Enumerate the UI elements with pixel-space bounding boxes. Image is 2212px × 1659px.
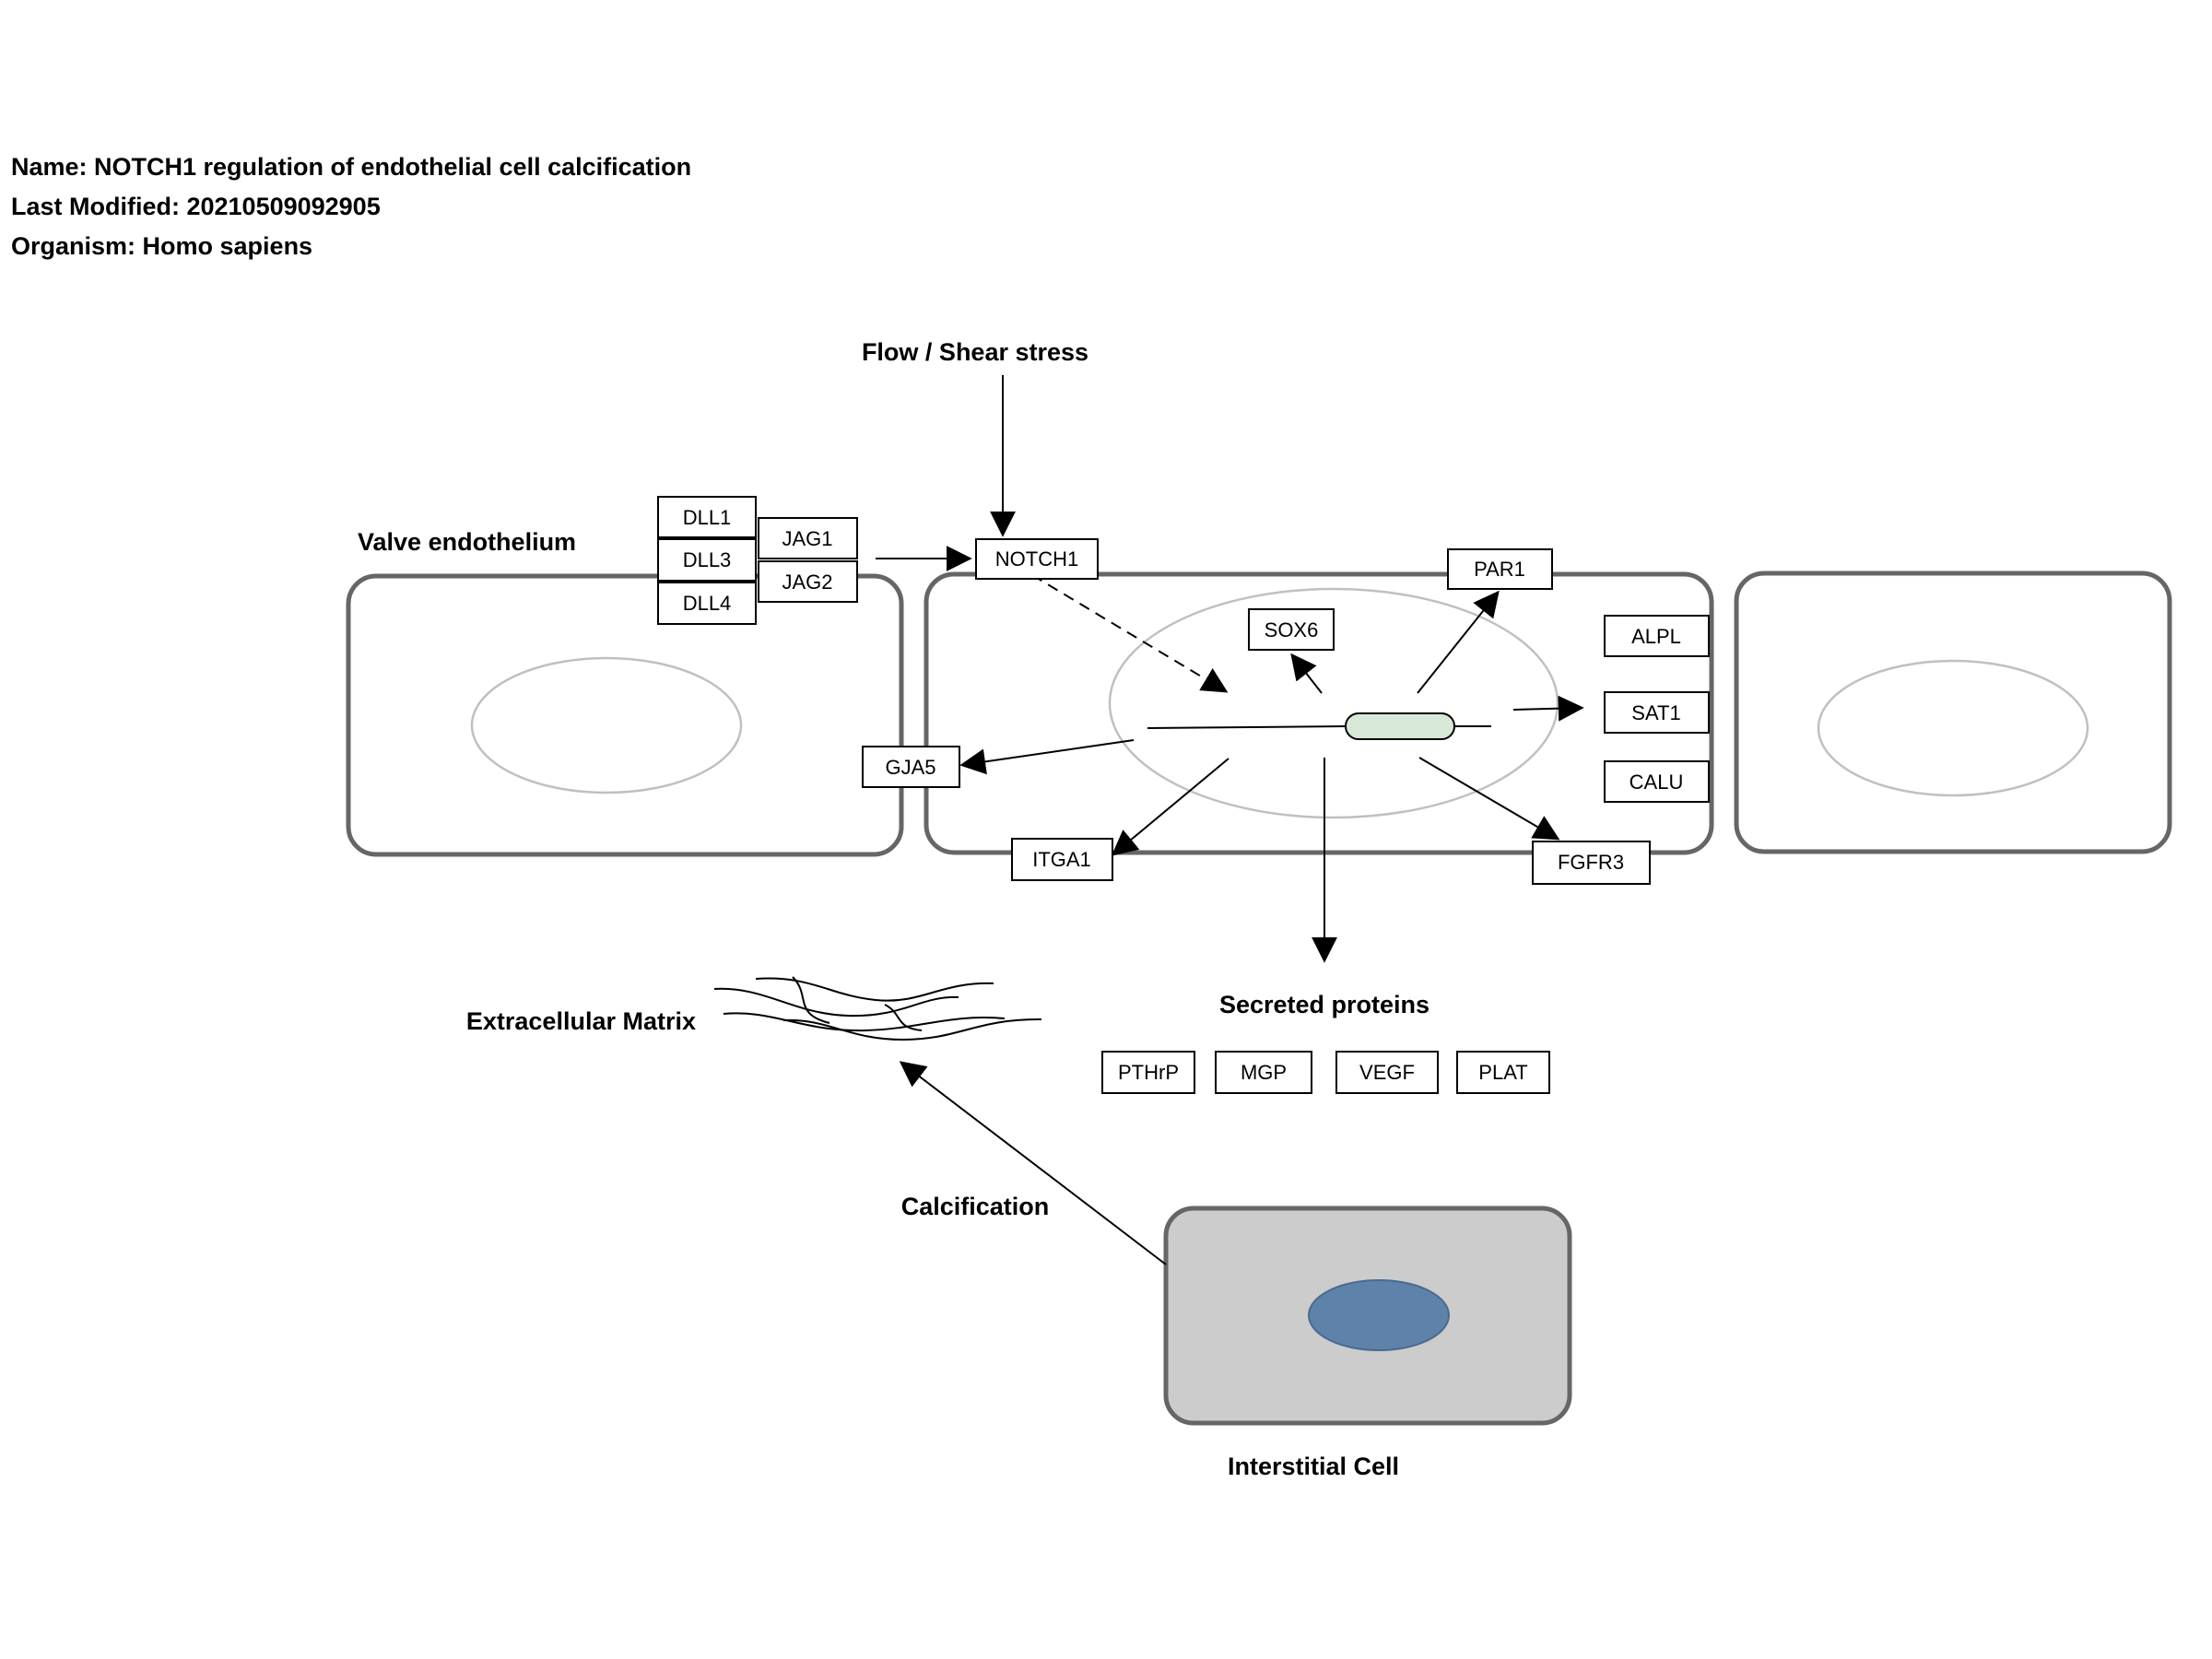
gene-par1[interactable]: PAR1 bbox=[1447, 548, 1553, 590]
target-gene-transcript bbox=[1345, 712, 1455, 740]
to-gja5-arrow bbox=[959, 739, 1135, 775]
gene-dll1[interactable]: DLL1 bbox=[657, 496, 757, 538]
extracellular-matrix-label: Extracellular Matrix bbox=[466, 1007, 696, 1035]
gene-dll3[interactable]: DLL3 bbox=[657, 538, 757, 582]
gene-calu-label: CALU bbox=[1630, 771, 1684, 794]
gene-mgp-label: MGP bbox=[1241, 1061, 1287, 1084]
gene-jag1[interactable]: JAG1 bbox=[758, 517, 858, 559]
gene-dll4[interactable]: DLL4 bbox=[657, 582, 757, 625]
gene-vegf[interactable]: VEGF bbox=[1335, 1051, 1439, 1094]
pathway-name: Name: NOTCH1 regulation of endothelial c… bbox=[11, 153, 691, 181]
gene-sat1[interactable]: SAT1 bbox=[1604, 691, 1710, 734]
gene-plat[interactable]: PLAT bbox=[1456, 1051, 1550, 1094]
left-cell-nucleus bbox=[470, 656, 743, 794]
gene-jag2-label: JAG2 bbox=[782, 571, 832, 594]
gene-plat-label: PLAT bbox=[1478, 1061, 1527, 1084]
gene-notch1[interactable]: NOTCH1 bbox=[975, 538, 1099, 580]
gene-sat1-label: SAT1 bbox=[1631, 701, 1680, 724]
gene-sox6-label: SOX6 bbox=[1265, 618, 1319, 641]
gene-calu[interactable]: CALU bbox=[1604, 760, 1710, 803]
to-sat1-arrow bbox=[1512, 695, 1584, 722]
gene-jag1-label: JAG1 bbox=[782, 527, 832, 550]
left-endothelial-cell bbox=[346, 573, 904, 857]
gene-dll1-label: DLL1 bbox=[683, 506, 732, 529]
gene-jag2[interactable]: JAG2 bbox=[758, 560, 858, 603]
right-cell-nucleus bbox=[1817, 659, 2089, 797]
gene-itga1[interactable]: ITGA1 bbox=[1011, 838, 1113, 881]
notch1-to-nucleus-dashed-arrow bbox=[1031, 574, 1229, 693]
gene-dll3-label: DLL3 bbox=[683, 548, 732, 571]
gene-itga1-label: ITGA1 bbox=[1032, 848, 1091, 871]
gene-dll4-label: DLL4 bbox=[683, 592, 732, 615]
valve-endothelium-label: Valve endothelium bbox=[358, 528, 576, 556]
gene-gja5-label: GJA5 bbox=[885, 756, 935, 779]
gene-mgp[interactable]: MGP bbox=[1215, 1051, 1312, 1094]
right-endothelial-cell bbox=[1734, 571, 2172, 854]
gene-fgfr3[interactable]: FGFR3 bbox=[1532, 841, 1651, 885]
organism: Organism: Homo sapiens bbox=[11, 232, 312, 260]
calcification-label: Calcification bbox=[901, 1193, 1050, 1220]
gene-notch1-label: NOTCH1 bbox=[995, 547, 1078, 571]
gene-alpl[interactable]: ALPL bbox=[1604, 615, 1710, 657]
gene-sox6[interactable]: SOX6 bbox=[1248, 608, 1335, 651]
gene-vegf-label: VEGF bbox=[1359, 1061, 1415, 1084]
to-itga1-arrow bbox=[1111, 758, 1230, 856]
dna-line-left bbox=[1147, 725, 1347, 729]
interstitial-cell-nucleus bbox=[1308, 1279, 1450, 1351]
to-sox6-arrow bbox=[1290, 653, 1323, 694]
center-cell-nucleus bbox=[1108, 587, 1559, 819]
gene-fgfr3-label: FGFR3 bbox=[1558, 851, 1624, 874]
to-par1-arrow bbox=[1417, 590, 1500, 694]
secreted-proteins-label: Secreted proteins bbox=[1219, 991, 1430, 1018]
center-endothelial-cell bbox=[924, 571, 1714, 855]
gene-pthrp[interactable]: PTHrP bbox=[1101, 1051, 1195, 1094]
gene-pthrp-label: PTHrP bbox=[1118, 1061, 1179, 1084]
last-modified: Last Modified: 20210509092905 bbox=[11, 193, 381, 220]
extracellular-matrix-fibers bbox=[713, 976, 1042, 1041]
gene-alpl-label: ALPL bbox=[1631, 625, 1681, 648]
to-fgfr3-arrow bbox=[1418, 757, 1560, 841]
flow-shear-stress-label: Flow / Shear stress bbox=[862, 338, 1088, 366]
gene-gja5[interactable]: GJA5 bbox=[862, 746, 960, 788]
calcification-arrow bbox=[899, 1061, 1167, 1265]
gene-par1-label: PAR1 bbox=[1474, 558, 1525, 581]
interstitial-cell-label: Interstitial Cell bbox=[1228, 1453, 1399, 1480]
